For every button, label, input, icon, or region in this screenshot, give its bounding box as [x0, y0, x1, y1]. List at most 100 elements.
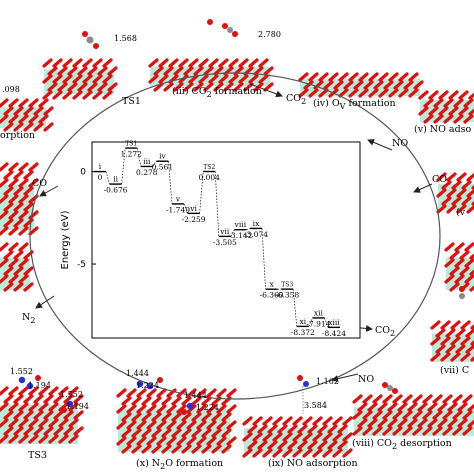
- slab-ts3-o-bond-280: [3, 394, 14, 404]
- slab-co2-desorption-o-bond-521: [352, 426, 363, 436]
- slab-n2o-formation-o-bond-391: [171, 428, 182, 438]
- slab-no-adsorption-o-bond-427: [312, 416, 323, 426]
- slab-co2-desorption-o-bond-508: [462, 410, 473, 420]
- slab-co2-desorption-o-bond-487: [377, 402, 388, 412]
- state-energy-xiii: -8.424: [322, 329, 346, 338]
- slab-right-bottom-o-bond-252: [460, 320, 471, 330]
- molecule-co2-formation-atom-0: [227, 27, 233, 33]
- slab-no-adsorption-o-bond-446: [292, 432, 303, 442]
- slab-ov-formation-o-bond-118: [408, 88, 419, 98]
- slab-co2-desorption-o-bond-475: [372, 394, 383, 404]
- slab-ov-formation-o-bond-83: [298, 72, 309, 82]
- slab-ts3-o-bond-298: [23, 410, 34, 420]
- slab-left-mid-o-bond-200: [8, 258, 19, 268]
- slab-topleft-o-bond-152: [8, 114, 19, 124]
- slab-topleft-o-bond-157: [13, 122, 24, 132]
- slab-topleft-o-bond-150: [43, 106, 54, 116]
- slab-ov-formation-o-bond-86: [328, 72, 339, 82]
- slab-right-bottom-o-bond-257: [465, 328, 474, 338]
- slab-n2o-formation-o-bond-331: [146, 388, 157, 398]
- state-name-ii: ii: [113, 175, 118, 184]
- slab-right-top-o-bond-213: [456, 172, 467, 182]
- slab-n2o-formation-o-bond-361: [216, 404, 227, 414]
- molecule-co2-formation-atom-3: [207, 19, 213, 25]
- slab-left-top-o-bond-164: [28, 162, 39, 172]
- slab-co2-formation-o-bond-73: [173, 82, 184, 92]
- slab-ov-formation-o-bond-115: [378, 88, 389, 98]
- slab-ts3-o-bond-306: [18, 418, 29, 428]
- molecule-ts1: [82, 31, 99, 49]
- slab-co2-formation-o-bond-72: [163, 82, 174, 92]
- y-tick-label-1: -5: [77, 260, 86, 270]
- slab-co2-formation-o-bond-57: [253, 66, 264, 76]
- slab-n2o-formation-o-bond-399: [136, 436, 147, 446]
- slab-no-adsorption-right-o-bond-124: [468, 92, 474, 100]
- slab-right-mid-o-bond-237: [444, 258, 455, 268]
- slab-n2o-formation-o-bond-388: [141, 428, 152, 438]
- slab-left-top-o-bond-170: [18, 178, 29, 188]
- slab-n2o-formation-o-bond-402: [166, 436, 177, 446]
- slab-ts1-o-bond-0: [42, 58, 53, 68]
- slab-ts3-o-bond-302: [63, 410, 74, 420]
- slab-ts3-o-bond-310: [58, 418, 69, 428]
- slab-ov-formation-o-bond-113: [358, 88, 369, 98]
- slab-ts3-o-bond-313: [13, 426, 24, 436]
- slab-n2o-formation-o-bond-393: [191, 428, 202, 438]
- slab-co2-desorption-o-bond-498: [362, 410, 373, 420]
- slab-n2o-formation-o-bond-371: [201, 412, 212, 422]
- slab-no-adsorption-o-bond-461: [337, 440, 348, 450]
- slab-left-top-o-bond-165: [3, 170, 14, 180]
- slab-no-adsorption-right-o-bond-130: [418, 106, 429, 116]
- state-name-x: x: [269, 280, 274, 289]
- slab-n2o-formation-o-bond-374: [116, 420, 127, 430]
- slab-ov-formation-o-bond-89: [358, 72, 369, 82]
- slab-ts1-o-bond-19: [92, 74, 103, 84]
- state-energy-ii: -0.676: [104, 186, 128, 195]
- state-name-xii: xii: [314, 308, 324, 317]
- slab-ov-formation-o-bond-85: [318, 72, 329, 82]
- slab-n2o-formation-o-bond-364: [131, 412, 142, 422]
- slab-right-bottom-o-bond-268: [440, 352, 451, 362]
- slab-no-adsorption-o-bond-457: [297, 440, 308, 450]
- state-energy-ts3: -6.358: [275, 291, 299, 300]
- slab-left-mid-o-bond-209: [13, 282, 24, 292]
- slab-n2o-formation-o-bond-408: [226, 436, 237, 446]
- bond-n2o-b: 1.224: [136, 381, 159, 390]
- slab-ts1-o-bond-18: [82, 74, 93, 84]
- slab-co2-formation-o-bond-68: [238, 74, 249, 84]
- slab-right-top-o-bond-228: [446, 204, 457, 214]
- slab-co2-formation-o-bond-69: [248, 74, 259, 84]
- bond-ts3-d: 1.194: [66, 402, 89, 411]
- slab-no-adsorption-o-bond-421: [252, 416, 263, 426]
- molecule-n2o-b-atom-1: [181, 409, 187, 415]
- slab-co2-formation-o-bond-80: [243, 82, 254, 92]
- slab-ov-formation-o-bond-94: [408, 72, 419, 82]
- slab-no-adsorption-right-o-bond-126: [433, 98, 444, 108]
- slab-n2o-formation-o-bond-329: [126, 388, 137, 398]
- slab-n2o-formation-o-bond-409: [121, 444, 132, 454]
- slab-co2-formation-o-bond-60: [158, 74, 169, 84]
- slab-no-adsorption-o-bond-424: [282, 416, 293, 426]
- slab-no-adsorption-o-bond-436: [297, 424, 308, 434]
- state-name-i: i: [99, 162, 102, 171]
- slab-right-bottom-o-bond-260: [450, 336, 461, 346]
- slab-co2-formation-o-bond-51: [193, 66, 204, 76]
- slab-topleft-o-bond-146: [3, 106, 14, 116]
- state-name-xiii: xiii: [328, 318, 340, 327]
- caption-co2-desorption: (viii) CO2 desorption: [352, 438, 452, 451]
- slab-left-mid: [0, 242, 34, 292]
- slab-n2o-formation-o-bond-413: [161, 444, 172, 454]
- slab-ts1-o-bond-33: [92, 90, 103, 100]
- slab-left-top-o-bond-177: [18, 194, 29, 204]
- slab-left-top-o-bond-163: [18, 162, 29, 172]
- connector-10: [246, 228, 251, 231]
- slab-n2o-formation-o-bond-395: [211, 428, 222, 438]
- slab-n2o-formation-o-bond-362: [226, 404, 237, 414]
- slab-left-top-o-bond-181: [23, 202, 34, 212]
- slab-right-top-o-bond-225: [461, 196, 472, 206]
- connector-13: [292, 289, 298, 327]
- slab-no-adsorption-o-bond-463: [252, 448, 263, 458]
- molecule-ts3-a-atom-2: [35, 375, 41, 381]
